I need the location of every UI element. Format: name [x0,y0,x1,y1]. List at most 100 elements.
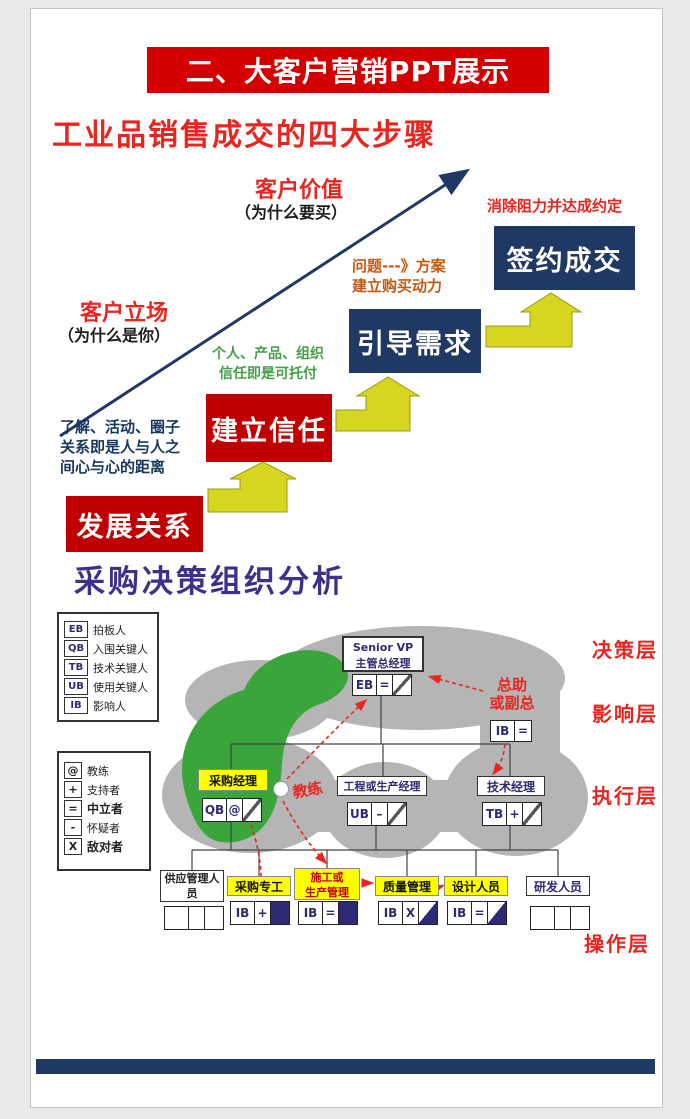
role-tag: IB [379,902,403,924]
node-supply-staff: 供应管理人 员 [160,870,224,902]
marker-cell [393,675,411,695]
layer-label-influence: 影响层 [592,702,658,726]
attitude-symbol-box: @ [64,762,82,779]
marker-cell [339,902,357,924]
marker-cell [388,803,406,825]
attr-box-purchasing-manager: QB @ [202,798,262,822]
attr-box-tech-manager: TB + [482,802,542,826]
attr-box-assistant: IB = [490,720,532,742]
node-engineering-manager: 工程或生产经理 [337,776,427,796]
section1-title: 工业品销售成交的四大步骤 [52,118,436,153]
role-label: 技术关键人 [93,661,148,675]
node-quality-mgmt: 质量管理 [375,876,439,896]
attr-box-rd-staff [530,906,590,930]
attitude-symbol: – [372,803,388,825]
node-design-staff: 设计人员 [444,876,508,896]
node-construction-mgmt: 施工或 生产管理 [294,868,360,900]
note-trust: 个人、产品、组织 信任即是可托付 [200,344,336,384]
layer-label-execution: 执行层 [592,784,658,808]
role-tag: IB [448,902,472,924]
attr-box-purchasing-specialist: IB + [230,901,290,925]
attitude-symbol-box: - [64,819,82,836]
node-senior-vp: Senior VP 主管总经理 [342,636,424,672]
role-label: 拍板人 [93,623,126,637]
note-demand: 问题---》方案 建立购买动力 [352,256,446,296]
attr-box-senior-vp: EB = [352,674,412,696]
attr-box-engineering-manager: UB – [347,802,407,826]
empty-cell [531,907,555,929]
role-tag: EB [353,675,377,695]
step-box-sign-deal: 签约成交 [494,226,635,290]
note-relation-line1: 了解、活动、圈子 [60,418,181,436]
node-construction-line1: 施工或 [310,871,344,884]
section2-title: 采购决策组织分析 [74,564,346,600]
node-assistant: 总助 或副总 [482,676,542,712]
attitude-symbol: = [323,902,339,924]
role-code-box: TB [64,659,88,676]
node-assistant-line1: 总助 [496,676,527,694]
node-tech-manager: 技术经理 [477,776,545,796]
role-tag: UB [348,803,372,825]
role-label: 入围关键人 [93,642,148,656]
marker-cell [243,799,261,821]
note-relation-line2: 关系即是人与人之 [60,438,181,456]
attitude-symbol: = [517,724,529,738]
role-code-box: IB [64,697,88,714]
layer-label-operation: 操作层 [584,932,650,956]
role-label: 影响人 [93,699,126,713]
legend-attitude-coach: @ 教练 [64,761,144,780]
empty-cell [555,907,571,929]
step-box-build-trust: 建立信任 [206,394,332,462]
legend-role-qb: QB 入围关键人 [64,639,152,658]
role-code-box: QB [64,640,88,657]
attitude-label: 教练 [87,764,109,778]
attitude-symbol: X [403,902,419,924]
legend-role-ib: IB 影响人 [64,696,152,715]
legend-attitude-supporter: + 支持者 [64,780,144,799]
note-trust-line2: 信任即是可托付 [219,366,317,382]
attitude-label: 敌对者 [87,840,124,854]
node-rd-staff: 研发人员 [526,876,590,896]
role-tag: QB [203,799,227,821]
role-label: 使用关键人 [93,680,148,694]
note-relation-line3: 间心与心的距离 [60,458,166,476]
attitude-label: 中立者 [87,802,124,816]
note-closing: 消除阻力并达成约定 [487,197,623,215]
node-purchasing-specialist: 采购专工 [227,876,291,896]
role-tag: IB [299,902,323,924]
attitude-symbol: = [377,675,393,695]
legend-attitude-skeptic: -怀疑者 [64,818,144,837]
attitude-label: 支持者 [87,783,120,797]
step-box-guide-demand: 引导需求 [349,309,481,373]
empty-cell [571,907,589,929]
marker-cell [271,902,289,924]
attitude-symbol-box: + [64,781,82,798]
empty-cell [205,907,223,929]
node-supply-staff-line1: 供应管理人 [164,872,220,885]
role-tag: IB [231,902,255,924]
marker-cell [488,902,506,924]
role-tag: TB [483,803,507,825]
note-relation: 了解、活动、圈子 关系即是人与人之 间心与心的距离 [60,417,180,477]
node-supply-staff-line2: 员 [186,887,198,900]
empty-cell [189,907,205,929]
legend-role-tb: TB 技术关键人 [64,658,152,677]
marker-cell [419,902,437,924]
note-demand-line2: 建立购买动力 [352,277,443,295]
attr-box-supply-staff [164,906,224,930]
customer-value-subtitle: （为什么要买） [235,203,348,222]
banner: 二、大客户营销PPT展示 [147,47,549,93]
note-demand-line1: 问题---》方案 [352,257,446,275]
legend-attitude-neutral: =中立者 [64,799,144,818]
attitude-label: 怀疑者 [87,821,120,835]
node-senior-vp-line2: 主管总经理 [355,657,411,670]
layer-label-decision: 决策层 [592,638,658,662]
node-purchasing-manager: 采购经理 [198,769,268,791]
note-trust-line1: 个人、产品、组织 [212,346,324,362]
